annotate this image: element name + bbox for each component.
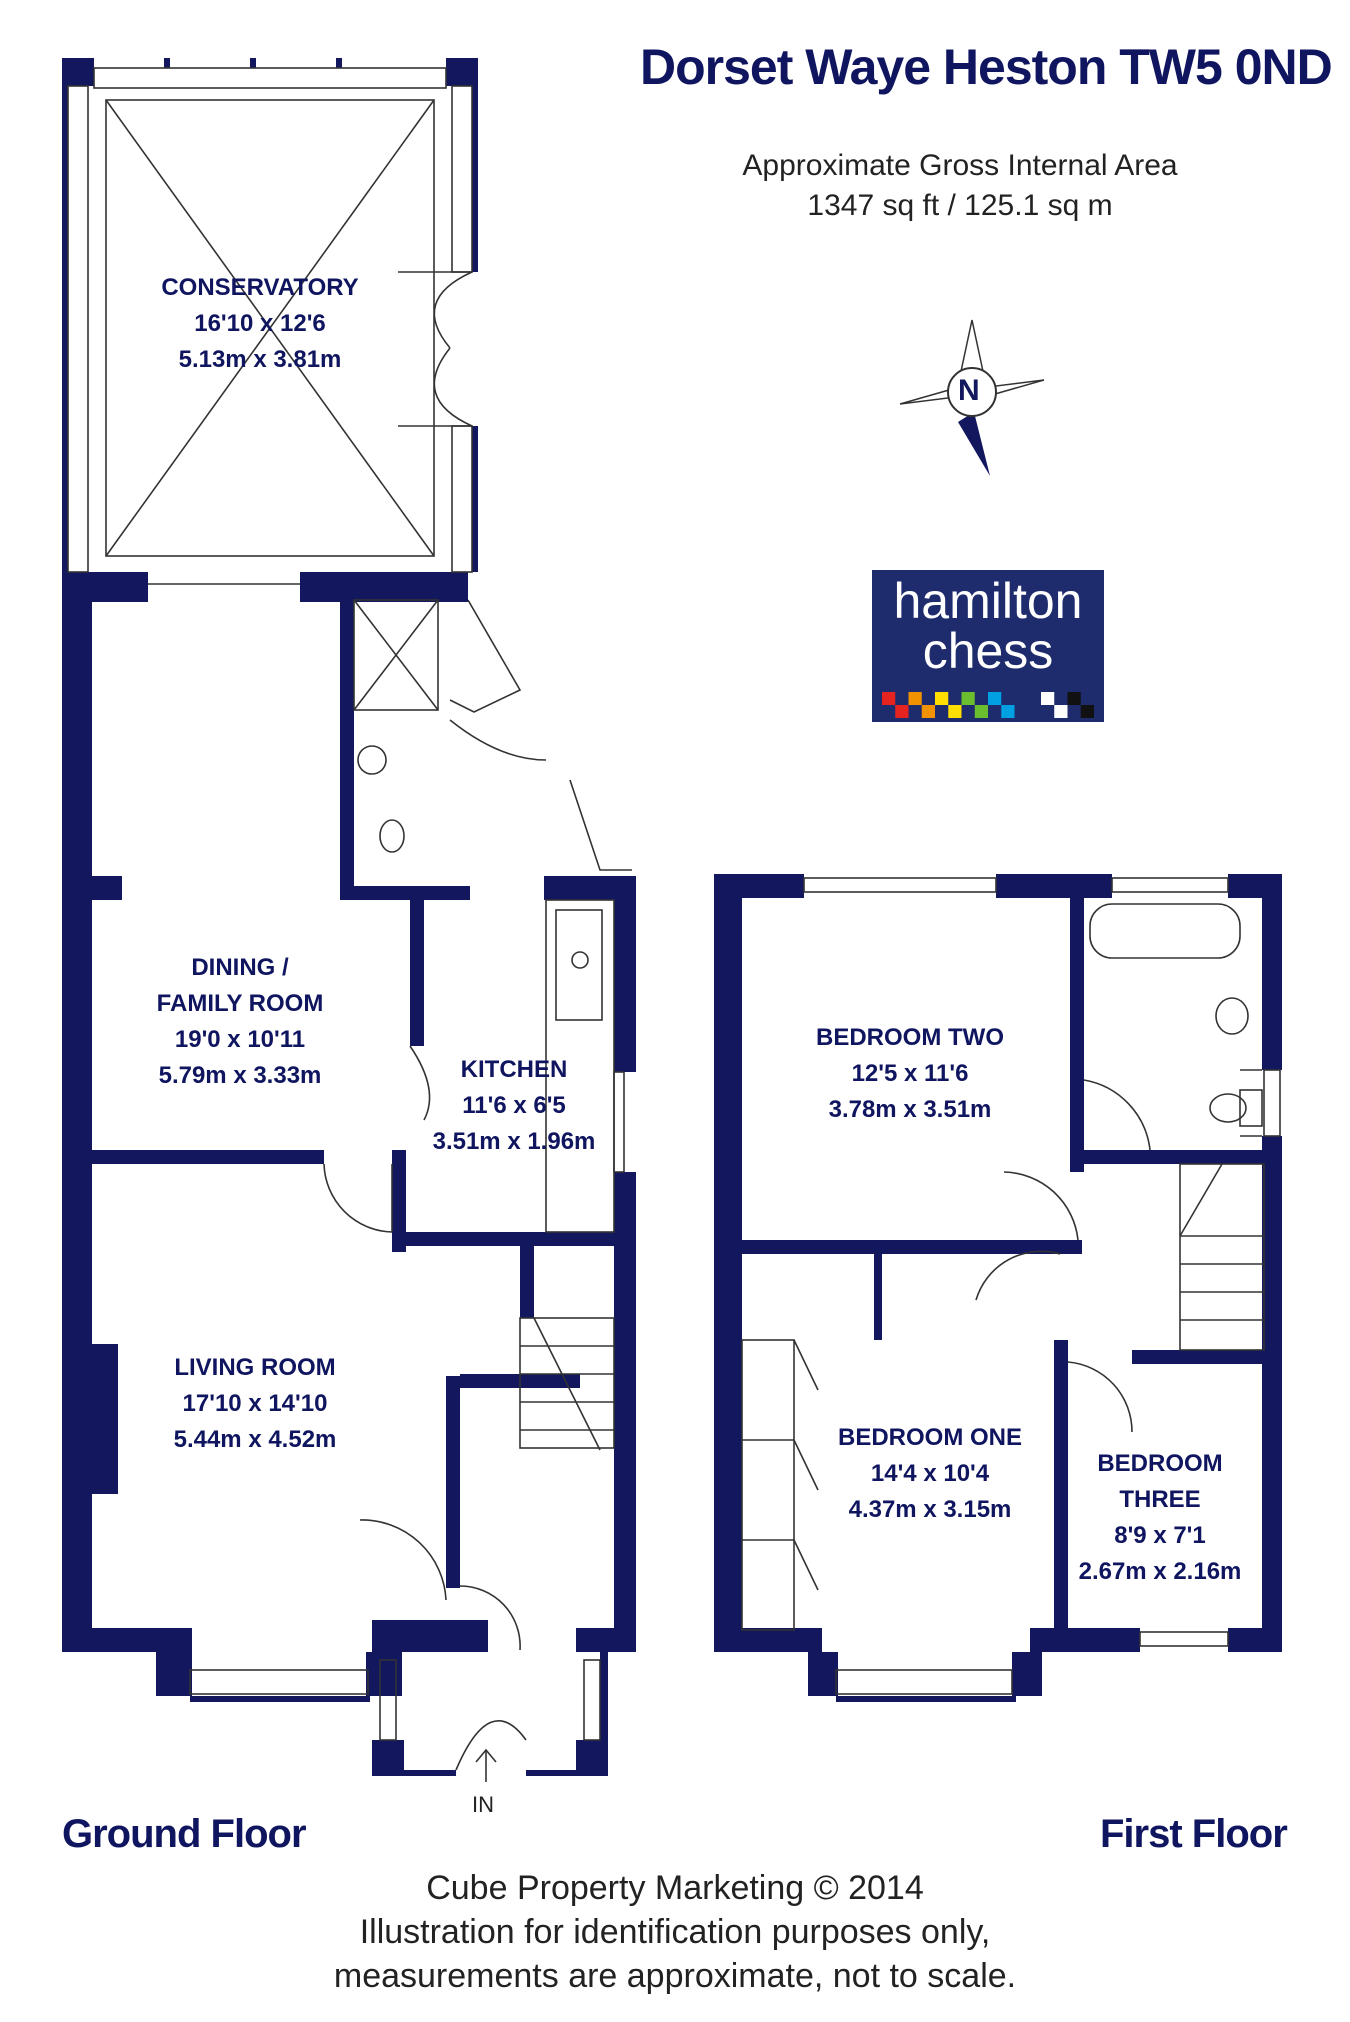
room-metric: 2.67m x 2.16m [1078,1558,1242,1585]
checker-square [1067,692,1081,705]
ground-wall-left [62,572,92,1652]
room-imperial: 12'5 x 11'6 [851,1060,969,1087]
room-name-2: FAMILY ROOM [156,990,324,1017]
hamilton-chess-logo: hamilton chess [872,570,1104,722]
room-conservatory: CONSERVATORY 16'10 x 12'6 5.13m x 3.81m [140,270,380,378]
checker-square [1001,705,1015,718]
checker-square [988,692,1002,705]
footer-line-3: measurements are approximate, not to sca… [333,1957,1017,1995]
room-name: DINING / [191,954,289,981]
logo-line2: chess [922,623,1054,679]
checker-square [1014,692,1028,705]
ground-floor-label: Ground Floor [62,1812,307,1856]
logo-checker-strip [882,692,1094,718]
room-living: LIVING ROOM 17'10 x 14'10 5.44m x 4.52m [130,1350,380,1458]
room-dining-family: DINING / FAMILY ROOM 19'0 x 10'11 5.79m … [120,950,360,1094]
room-name: BEDROOM TWO [816,1024,1004,1051]
room-metric: 5.79m x 3.33m [158,1062,322,1089]
room-imperial: 14'4 x 10'4 [870,1460,990,1487]
first-wall-left [714,874,742,1652]
room-metric: 5.13m x 3.81m [178,346,342,373]
logo-line1: hamilton [893,573,1083,629]
room-name: LIVING ROOM [174,1354,336,1381]
room-kitchen: KITCHEN 11'6 x 6'5 3.51m x 1.96m [424,1052,604,1160]
checker-square [1054,705,1068,718]
gross-area-value: 1347 sq ft / 125.1 sq m [807,189,1113,222]
room-imperial: 16'10 x 12'6 [194,310,326,337]
first-floor-label: First Floor [1100,1812,1288,1856]
checker-square [921,705,935,718]
room-bedroom-three: BEDROOM THREE 8'9 x 7'1 2.67m x 2.16m [1070,1446,1250,1590]
checker-square [961,692,975,705]
footer-line-2: Illustration for identification purposes… [359,1913,991,1951]
room-name: KITCHEN [460,1056,568,1083]
footer-copyright: Cube Property Marketing © 2014 [426,1869,924,1907]
gross-area: Approximate Gross Internal Area 1347 sq … [700,146,1220,226]
room-bedroom-two: BEDROOM TWO 12'5 x 11'6 3.78m x 3.51m [790,1020,1030,1128]
checker-square [908,692,922,705]
checker-square [1041,692,1055,705]
room-metric: 3.78m x 3.51m [828,1096,992,1123]
checker-square [882,692,896,705]
room-metric: 3.51m x 1.96m [432,1128,596,1155]
conservatory-wall-top-left [62,58,94,86]
room-metric: 4.37m x 3.15m [848,1496,1012,1523]
room-imperial: 19'0 x 10'11 [174,1026,306,1053]
room-metric: 5.44m x 4.52m [173,1426,337,1453]
checker-square [1027,705,1041,718]
entrance-arrow-icon [475,1748,497,1782]
room-name: BEDROOM [1097,1450,1223,1477]
checker-square [935,692,949,705]
footer-disclaimer: Cube Property Marketing © 2014 Illustrat… [250,1866,1100,1998]
checker-square [1080,705,1094,718]
gross-area-label: Approximate Gross Internal Area [742,149,1178,182]
checker-square [974,705,988,718]
room-name: CONSERVATORY [161,274,359,301]
entrance-label: IN [472,1792,494,1817]
checker-square [895,705,909,718]
checker-square [948,705,962,718]
room-imperial: 17'10 x 14'10 [182,1390,328,1417]
room-bedroom-one: BEDROOM ONE 14'4 x 10'4 4.37m x 3.15m [810,1420,1050,1528]
page-title: Dorset Waye Heston TW5 0ND [640,39,1333,95]
room-imperial: 11'6 x 6'5 [462,1092,566,1119]
compass-label: N [958,374,980,407]
room-imperial: 8'9 x 7'1 [1114,1522,1206,1549]
room-name-2: THREE [1119,1486,1201,1513]
conservatory-wall-top-right [446,58,478,86]
room-name: BEDROOM ONE [837,1424,1022,1451]
compass-rose-icon [899,319,1045,476]
